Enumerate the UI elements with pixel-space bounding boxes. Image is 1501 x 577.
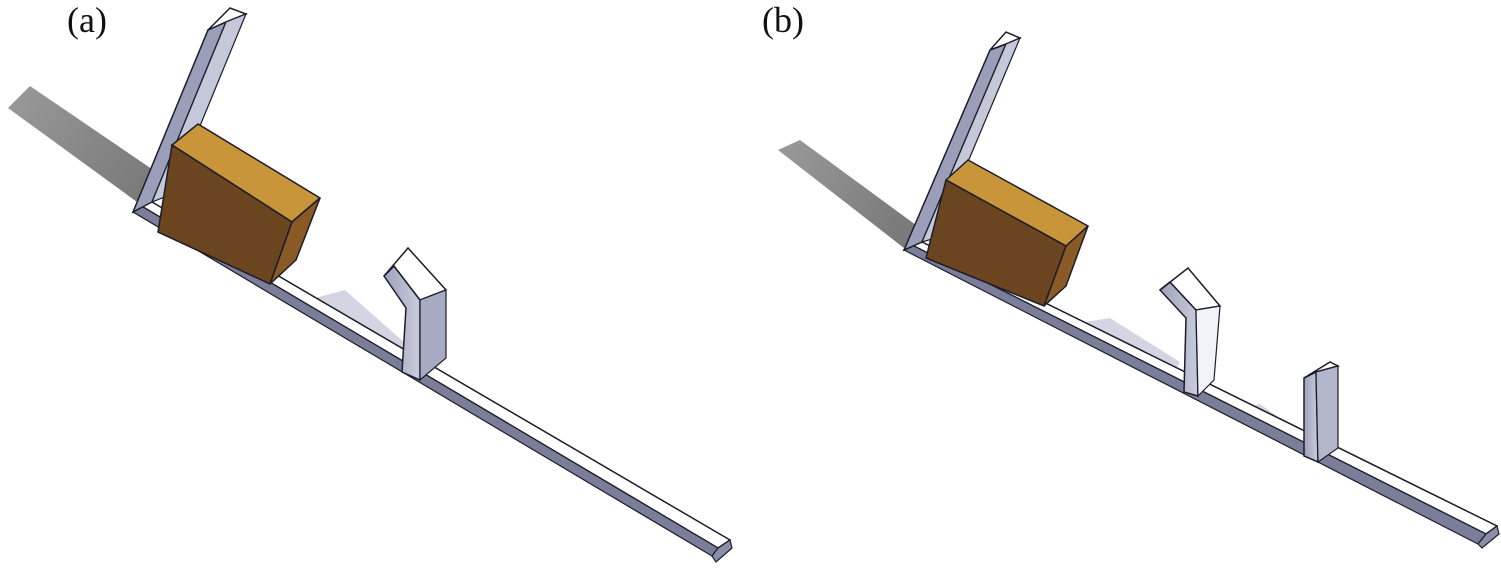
panel-label-a: (a) <box>67 0 107 40</box>
panel-b-shadow <box>778 140 920 248</box>
panel-a-drawing <box>8 7 733 563</box>
panel-b-fin-1-side <box>1195 305 1221 398</box>
panel-b-box-side <box>1043 225 1089 307</box>
panel-b-drawing <box>778 31 1500 549</box>
panel-a-board-end <box>711 539 733 563</box>
panel-b-board-end <box>1477 524 1500 549</box>
panel-a-box-side <box>269 197 321 285</box>
panel-a-shadow <box>8 86 165 210</box>
panel-label-b: (b) <box>762 0 804 40</box>
panel-b-fin-2-side <box>1315 365 1339 464</box>
panel-a-fin-side <box>419 289 447 382</box>
